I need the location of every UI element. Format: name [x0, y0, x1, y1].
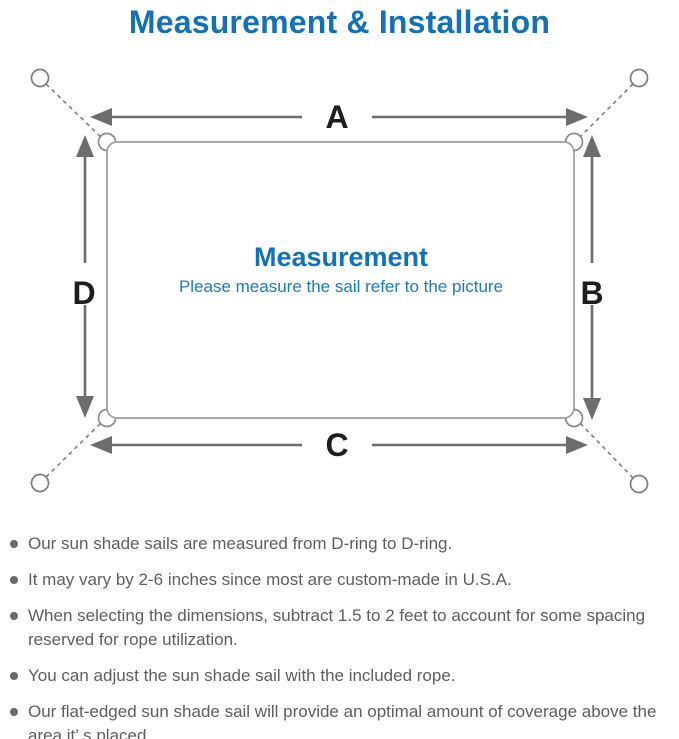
dimension-lines [83, 115, 594, 447]
arrowhead-down-icon [76, 396, 94, 418]
mounting-rings [30, 68, 649, 494]
diagram-center-subtitle: Please measure the sail refer to the pic… [179, 277, 503, 296]
bullet-icon [10, 672, 18, 680]
note-text: It may vary by 2-6 inches since most are… [28, 570, 512, 589]
mounting-ring-icon [30, 473, 50, 493]
diagram-center-title: Measurement [254, 242, 428, 272]
note-text: Our flat-edged sun shade sail will provi… [28, 702, 657, 739]
dimension-label-a: A [325, 99, 348, 135]
anchor-dashed-lines [45, 83, 634, 479]
note-text: When selecting the dimensions, subtract … [28, 606, 646, 649]
arrowhead-up-icon [76, 135, 94, 157]
list-item: You can adjust the sun shade sail with t… [10, 664, 671, 688]
bullet-icon [10, 708, 18, 716]
arrowhead-left-icon [90, 108, 112, 126]
arrowheads [76, 108, 601, 454]
bullet-icon [10, 576, 18, 584]
mounting-ring-icon [629, 474, 649, 494]
mounting-ring-icon [30, 68, 50, 88]
anchor-line-top-right [577, 83, 634, 140]
arrowhead-down-icon [583, 398, 601, 420]
notes-list: Our sun shade sails are measured from D-… [0, 520, 679, 739]
dimension-label-d: D [72, 275, 95, 311]
arrowhead-left-icon [90, 436, 112, 454]
dimension-label-b: B [580, 275, 603, 311]
sail-outline [106, 141, 575, 419]
mounting-ring-icon [629, 68, 649, 88]
arrowhead-right-icon [566, 108, 588, 126]
list-item: Our flat-edged sun shade sail will provi… [10, 700, 671, 739]
arrowhead-right-icon [566, 436, 588, 454]
arrowhead-up-icon [583, 135, 601, 157]
measurement-diagram: A B C D Measurement Please measure the s… [30, 68, 649, 494]
anchor-line-bottom-left [45, 420, 104, 478]
dimension-label-c: C [325, 427, 348, 463]
list-item: When selecting the dimensions, subtract … [10, 604, 671, 652]
page-title: Measurement & Installation [128, 4, 551, 40]
list-item: It may vary by 2-6 inches since most are… [10, 568, 671, 592]
anchor-line-top-left [45, 83, 104, 140]
note-text: Our sun shade sails are measured from D-… [28, 534, 453, 553]
bullet-icon [10, 612, 18, 620]
list-item: Our sun shade sails are measured from D-… [10, 532, 671, 556]
bullet-icon [10, 540, 18, 548]
note-text: You can adjust the sun shade sail with t… [28, 666, 456, 685]
anchor-line-bottom-right [577, 420, 634, 479]
